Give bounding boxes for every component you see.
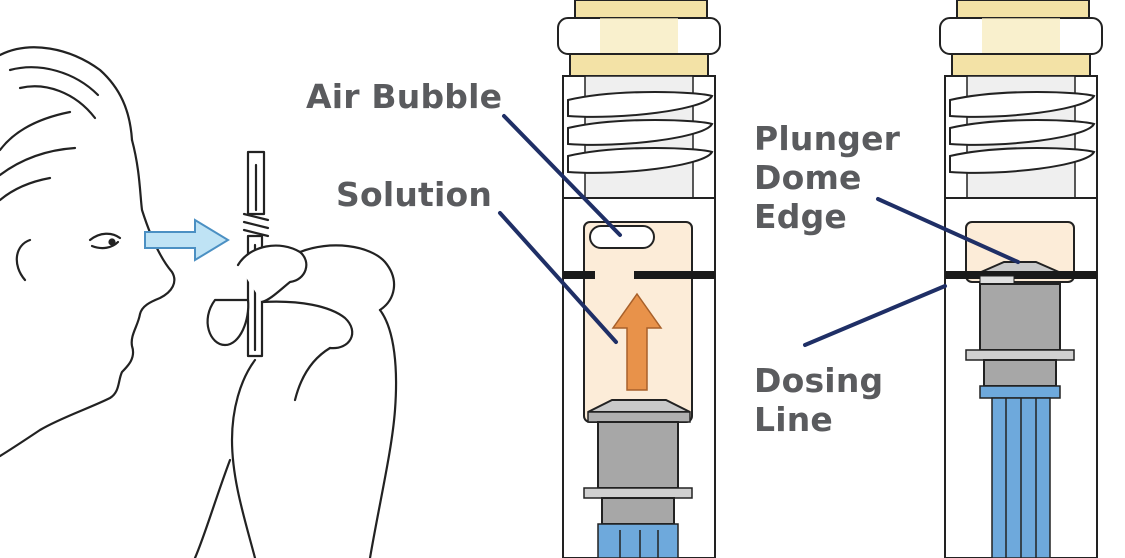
solution-pointer <box>498 211 618 344</box>
up-arrow-icon <box>611 292 663 391</box>
pen-cross-section-after <box>939 0 1103 558</box>
dosing-line-pointer <box>803 284 947 347</box>
plunger-dome-edge-label-line1: Plunger <box>754 119 901 158</box>
eye-gaze-arrow-icon <box>144 218 230 262</box>
pen-cross-section-before <box>557 0 721 558</box>
plunger-dome-edge-pointer <box>876 197 1020 264</box>
air-bubble-pointer <box>502 114 622 237</box>
pen-and-hand-illustration <box>193 150 398 558</box>
plunger-dome-edge-label-line3: Edge <box>754 197 847 236</box>
air-bubble-label: Air Bubble <box>306 77 503 116</box>
dosing-line-label-line2: Line <box>754 400 834 439</box>
person-illustration <box>0 46 176 458</box>
solution-label: Solution <box>336 175 493 214</box>
dosing-line-label-line1: Dosing <box>754 361 884 400</box>
plunger-dome-edge-label-line2: Dome <box>754 158 862 197</box>
